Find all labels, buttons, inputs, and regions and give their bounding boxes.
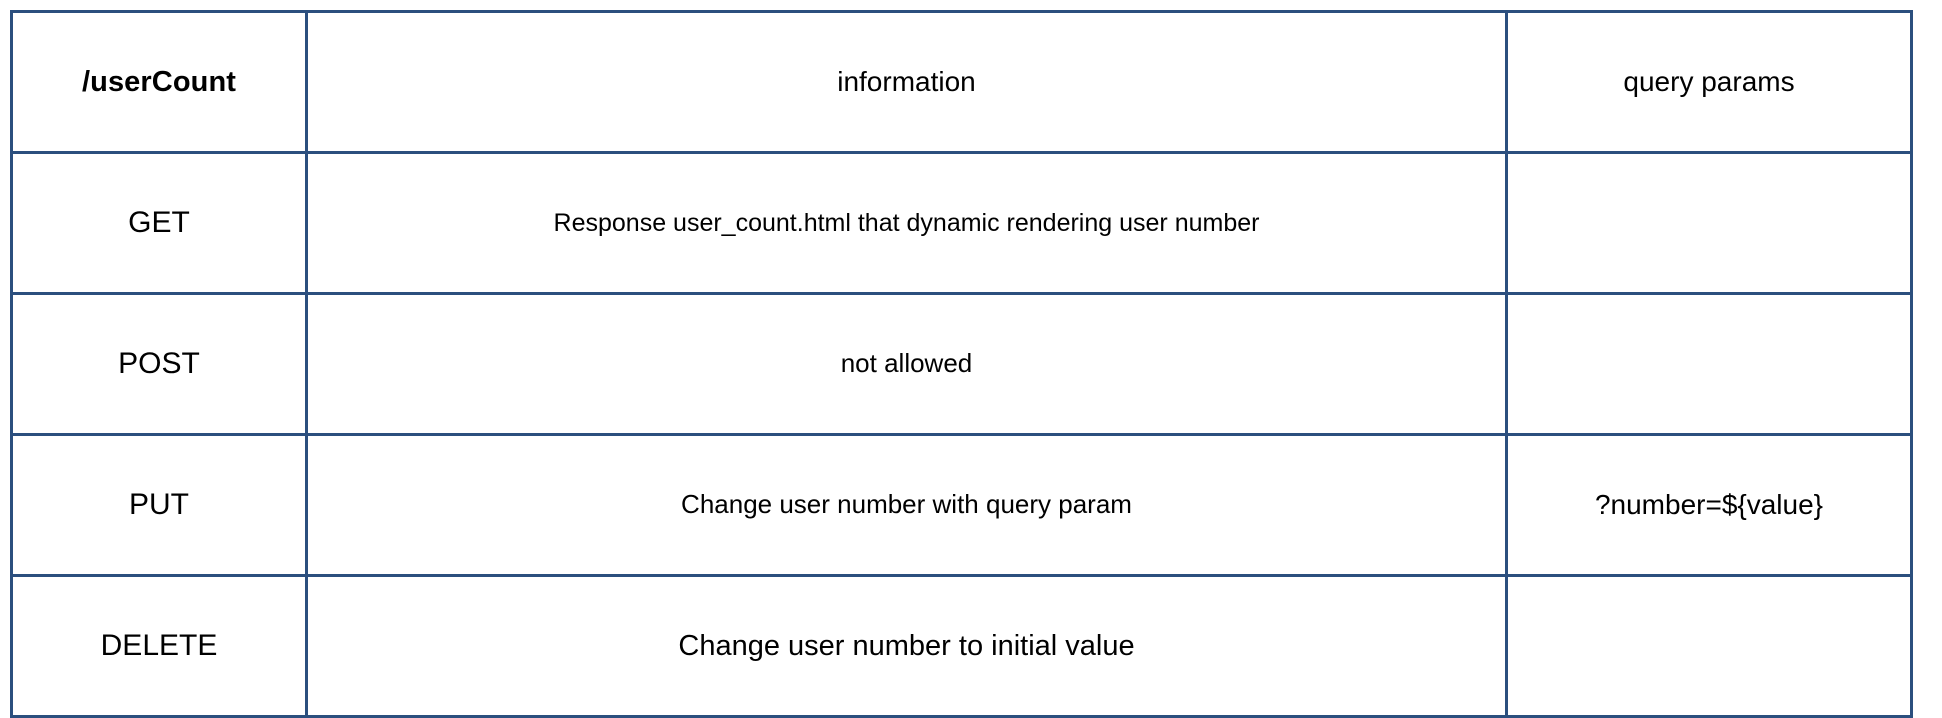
method-description-delete: Change user number to initial value [305,574,1508,718]
table-row: PUT Change user number with query param … [10,433,1913,577]
method-description-post: not allowed [305,292,1508,436]
api-endpoint-reference-table: /userCount information query params GET … [10,10,1913,718]
table-row: GET Response user_count.html that dynami… [10,151,1913,295]
method-query-params-put: ?number=${value} [1505,433,1913,577]
method-label-get: GET [10,151,308,295]
method-description-get: Response user_count.html that dynamic re… [305,151,1508,295]
method-label-put: PUT [10,433,308,577]
column-header-information: information [305,10,1508,154]
method-label-delete: DELETE [10,574,308,718]
column-header-query-params: query params [1505,10,1913,154]
method-query-params-post [1505,292,1913,436]
method-description-put: Change user number with query param [305,433,1508,577]
endpoint-path-cell: /userCount [10,10,308,154]
table-header-row: /userCount information query params [10,10,1913,154]
method-query-params-delete [1505,574,1913,718]
table-row: POST not allowed [10,292,1913,436]
method-label-post: POST [10,292,308,436]
method-query-params-get [1505,151,1913,295]
table-row: DELETE Change user number to initial val… [10,574,1913,718]
